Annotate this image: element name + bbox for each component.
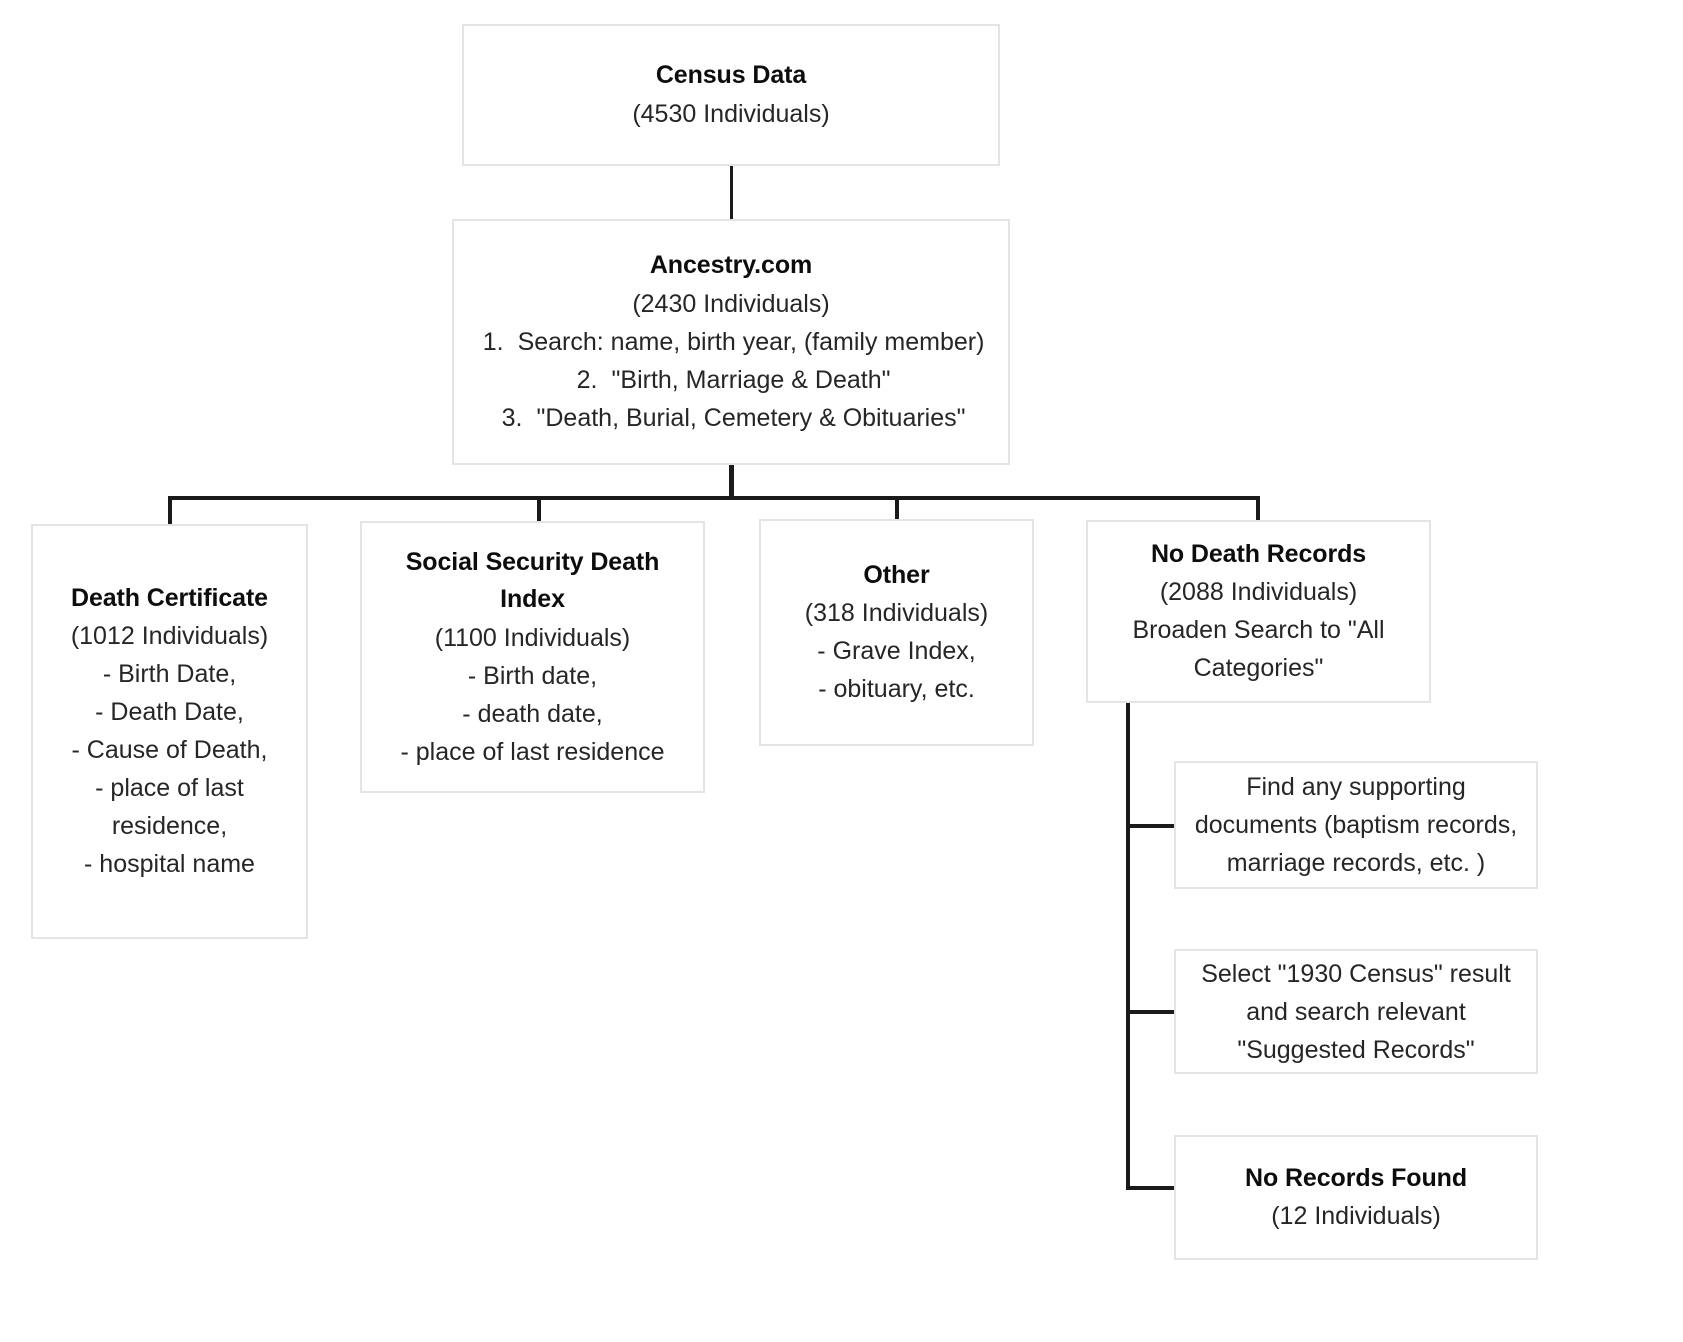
node-death-certificate-item-4: - place of last residence, xyxy=(95,774,244,841)
node-social-security-death-index[interactable]: Social Security Death Index (1100 Indivi… xyxy=(360,521,705,793)
node-death-certificate-item-2: - Death Date, xyxy=(95,698,244,727)
connector-drop-death-certificate xyxy=(168,496,172,526)
node-death-certificate[interactable]: Death Certificate (1012 Individuals) - B… xyxy=(31,524,308,939)
node-no-records-found-title: No Records Found xyxy=(1244,1163,1467,1192)
node-no-records-found-count: (12 Individuals) xyxy=(1271,1202,1441,1231)
node-census-data-count: (4530 Individuals) xyxy=(632,99,830,128)
node-ssdi-count: (1100 Individuals) xyxy=(434,623,631,652)
node-death-certificate-item-1: - Birth Date, xyxy=(102,660,237,689)
node-other-count: (318 Individuals) xyxy=(804,599,989,628)
node-select-1930-census-text: Select "1930 Census" result and search r… xyxy=(1201,959,1511,1064)
node-ancestry-title: Ancestry.com xyxy=(649,251,813,280)
node-other[interactable]: Other (318 Individuals) - Grave Index, -… xyxy=(759,519,1034,746)
node-ancestry-step-1-text: Search: name, birth year, (family member… xyxy=(517,327,985,356)
node-ancestry-step-1: 1. Search: name, birth year, (family mem… xyxy=(478,323,985,361)
node-no-death-records-count: (2088 Individuals) xyxy=(1159,578,1358,607)
node-ancestry-step-3-number: 3. xyxy=(501,403,523,432)
node-ancestry-step-3-text: "Death, Burial, Cemetery & Obituaries" xyxy=(536,403,966,432)
node-no-death-records-title: No Death Records xyxy=(1150,539,1367,568)
node-death-certificate-item-3: - Cause of Death, xyxy=(71,736,268,765)
connector-drop-other xyxy=(895,496,899,520)
node-ssdi-item-3: - place of last residence xyxy=(400,737,665,766)
node-other-item-2: - obituary, etc. xyxy=(818,675,975,704)
node-select-1930-census[interactable]: Select "1930 Census" result and search r… xyxy=(1174,949,1538,1074)
node-death-certificate-title: Death Certificate xyxy=(71,583,268,612)
node-ancestry[interactable]: Ancestry.com (2430 Individuals) 1. Searc… xyxy=(452,219,1010,465)
connector-stub-supporting-documents xyxy=(1126,824,1176,828)
node-no-records-found[interactable]: No Records Found (12 Individuals) xyxy=(1174,1135,1538,1260)
connector-drop-ssdi xyxy=(537,496,541,522)
node-other-item-1: - Grave Index, xyxy=(817,637,976,666)
node-no-death-records-action: Broaden Search to "All Categories" xyxy=(1132,616,1385,683)
node-ancestry-step-2-text: "Birth, Marriage & Death" xyxy=(611,365,891,394)
node-census-data-title: Census Data xyxy=(655,61,807,90)
connector-stub-no-records-found xyxy=(1126,1186,1176,1190)
connector-branch-bar xyxy=(168,496,1260,500)
node-ancestry-count: (2430 Individuals) xyxy=(632,289,830,318)
node-ancestry-step-3: 3. "Death, Burial, Cemetery & Obituaries… xyxy=(496,399,966,437)
node-death-certificate-count: (1012 Individuals) xyxy=(70,622,269,651)
node-death-certificate-item-5: - hospital name xyxy=(84,850,255,879)
node-ssdi-title: Social Security Death Index xyxy=(405,547,660,614)
node-ancestry-step-2: 2. "Birth, Marriage & Death" xyxy=(572,361,891,399)
connector-census-to-ancestry xyxy=(730,166,733,219)
node-ancestry-step-2-number: 2. xyxy=(576,365,598,394)
node-ssdi-item-1: - Birth date, xyxy=(467,661,598,690)
connector-drop-no-death-records xyxy=(1256,496,1260,522)
node-other-title: Other xyxy=(863,560,930,589)
node-supporting-documents[interactable]: Find any supporting documents (baptism r… xyxy=(1174,761,1538,889)
connector-ancestry-trunk xyxy=(729,465,734,499)
node-census-data[interactable]: Census Data (4530 Individuals) xyxy=(462,24,1000,166)
node-no-death-records[interactable]: No Death Records (2088 Individuals) Broa… xyxy=(1086,520,1431,703)
node-ssdi-item-2: - death date, xyxy=(462,699,603,728)
node-ancestry-step-1-number: 1. xyxy=(482,327,504,356)
connector-stub-select-1930-census xyxy=(1126,1010,1176,1014)
node-supporting-documents-text: Find any supporting documents (baptism r… xyxy=(1194,773,1518,877)
connector-no-death-records-spine xyxy=(1126,703,1130,1190)
